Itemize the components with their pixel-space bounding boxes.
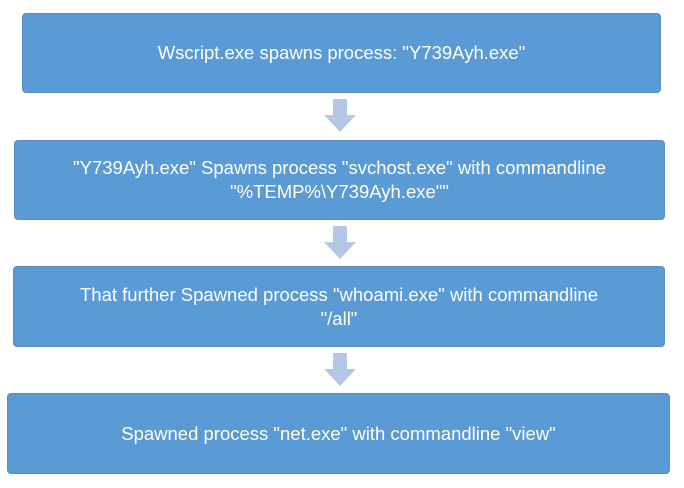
step-1-text-line-1: Wscript.exe spawns process: "Y739Ayh.exe…	[157, 42, 526, 63]
step-3-box: That further Spawned process "whoami.exe…	[13, 266, 665, 347]
down-arrow-icon	[324, 353, 356, 386]
down-arrow-icon	[324, 226, 356, 259]
step-2-text-line-1: "Y739Ayh.exe" Spawns process "svchost.ex…	[73, 157, 606, 178]
step-3-text-line-1: That further Spawned process "whoami.exe…	[79, 283, 599, 305]
step-4-box: Spawned process "net.exe" with commandli…	[7, 393, 670, 474]
step-4-text-line-1: Spawned process "net.exe" with commandli…	[121, 422, 556, 444]
step-2-box: "Y739Ayh.exe" Spawns process "svchost.ex…	[14, 140, 665, 220]
step-2-text-line-2: "%TEMP%\Y739Ayh.exe""	[230, 181, 449, 202]
down-arrow-icon	[324, 99, 356, 132]
step-3-text-line-2: "/all"	[320, 307, 358, 329]
step-1-box: Wscript.exe spawns process: "Y739Ayh.exe…	[22, 13, 661, 93]
